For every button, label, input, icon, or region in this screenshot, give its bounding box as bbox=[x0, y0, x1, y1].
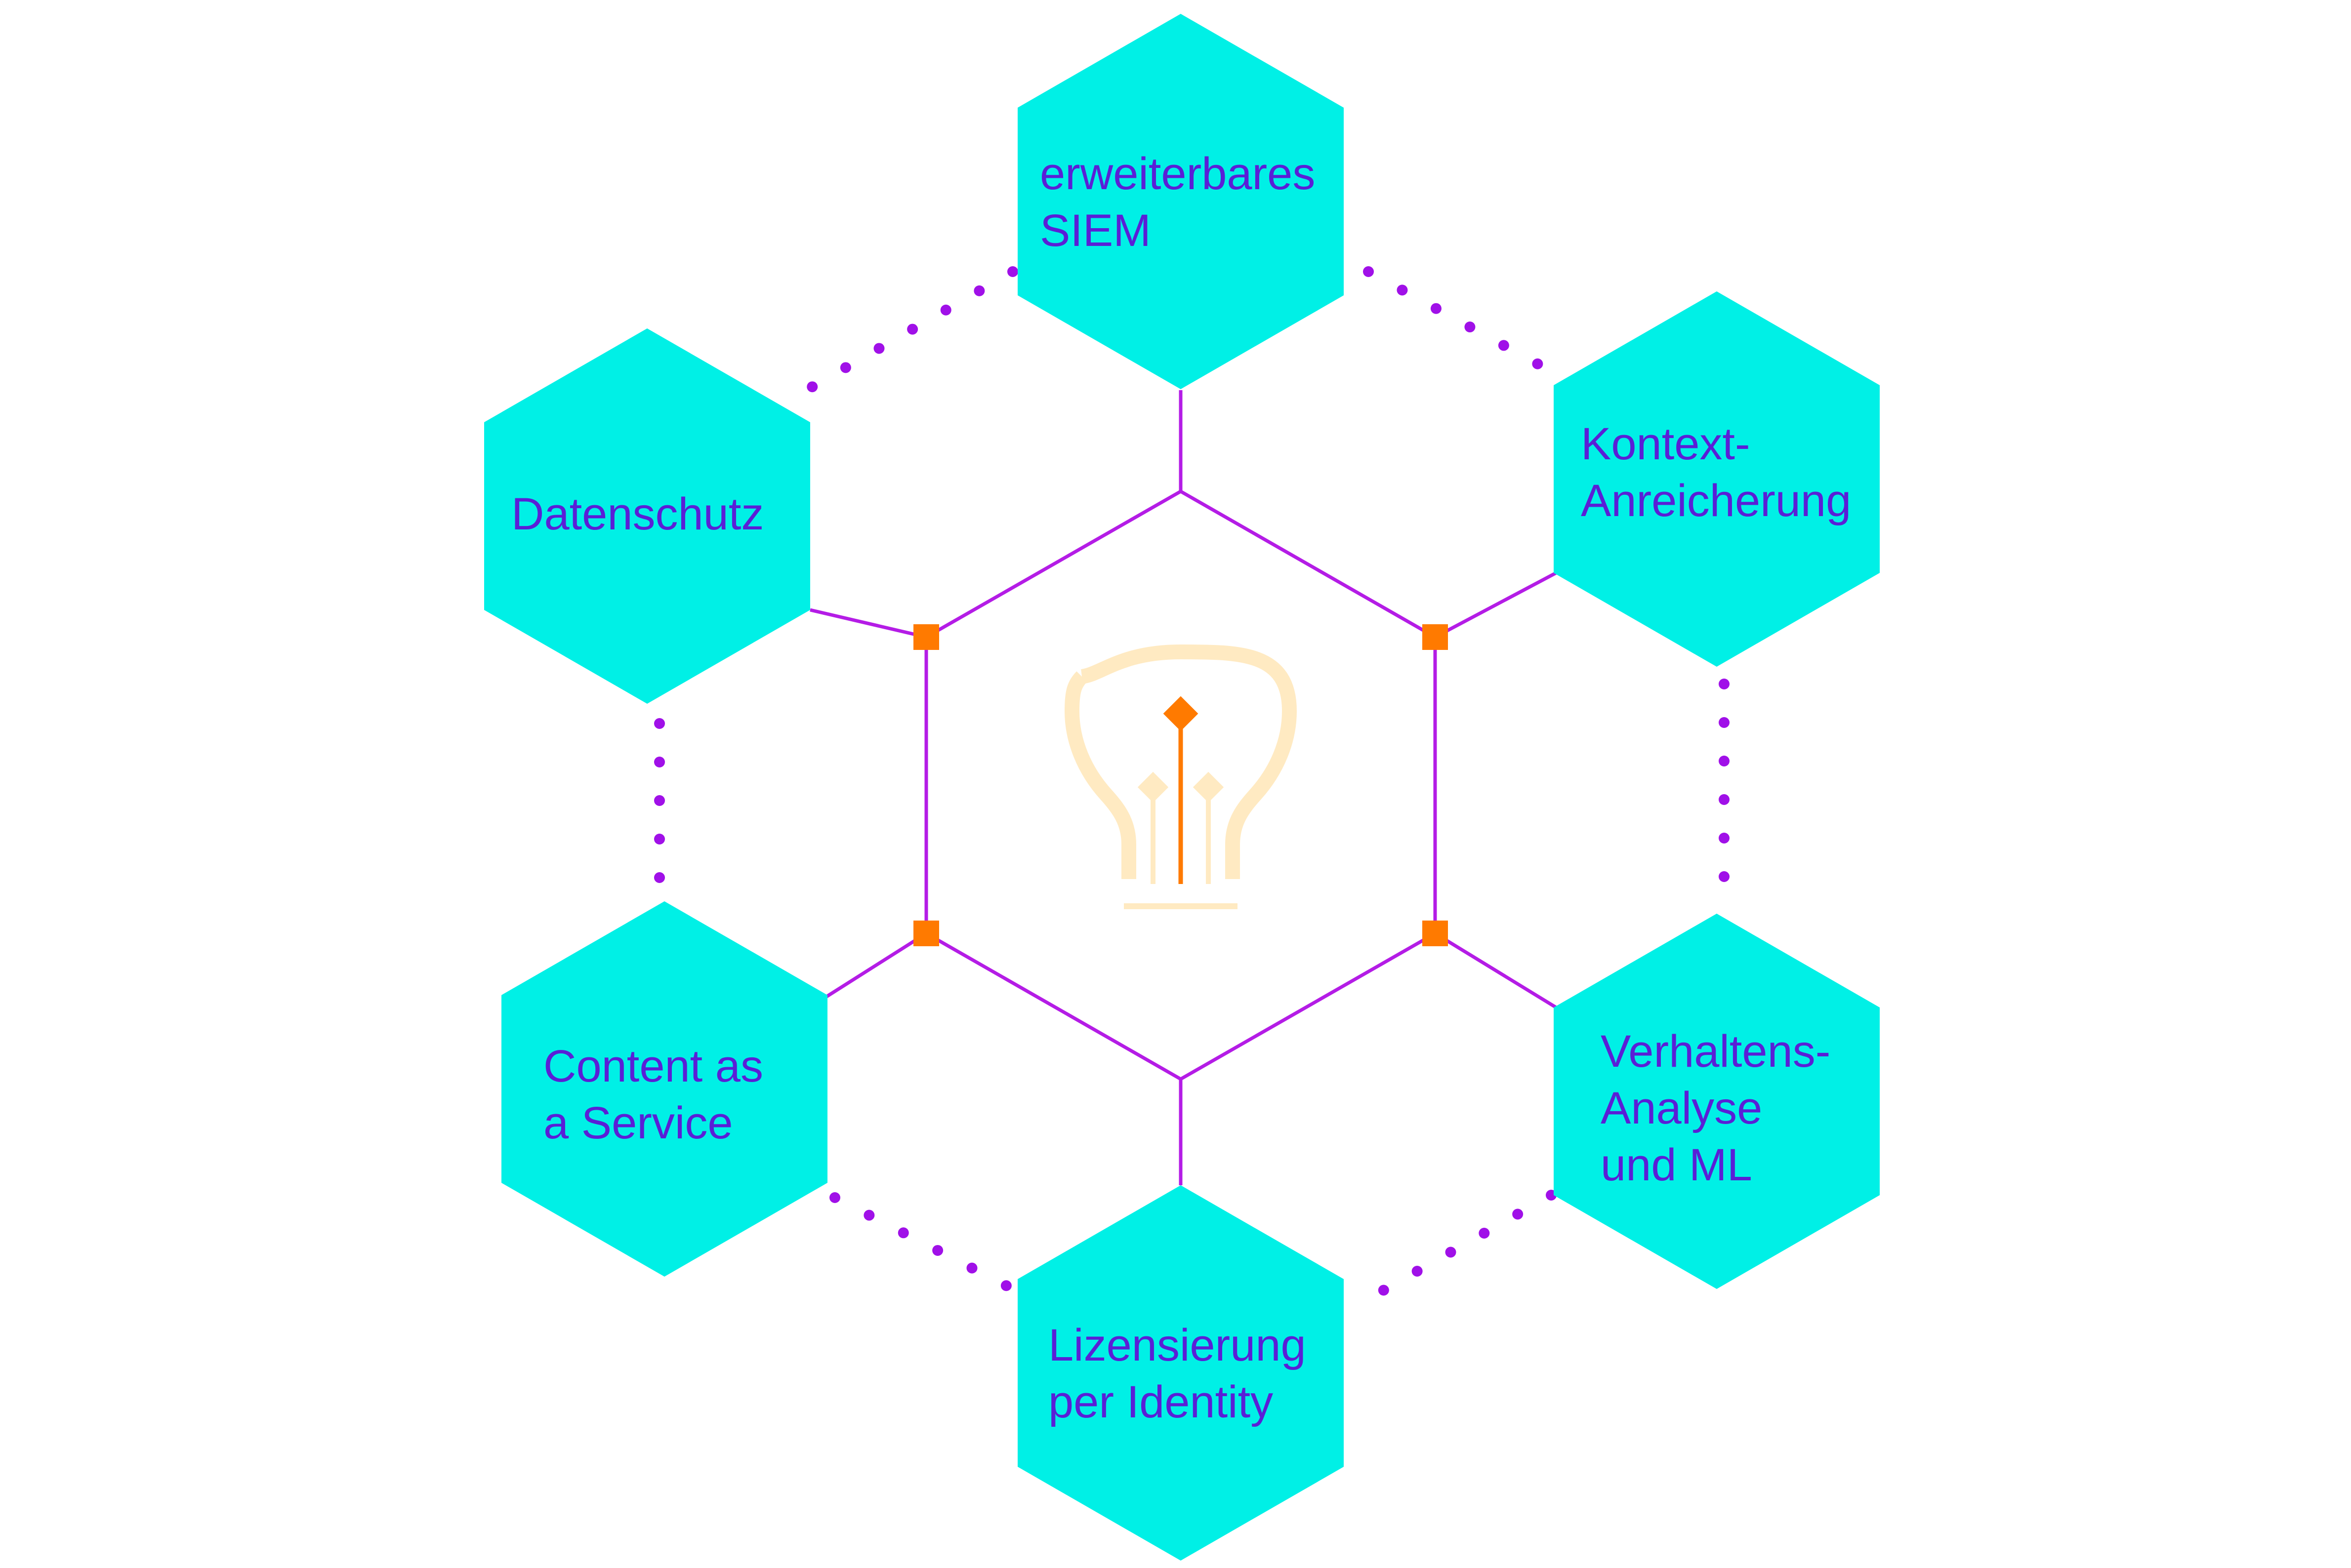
hexagon-siem: erweiterbares SIEM bbox=[1018, 14, 1344, 389]
bulb-center-diamond bbox=[1163, 696, 1198, 731]
hexagon-context: Kontext- Anreicherung bbox=[1554, 291, 1880, 667]
central-frame bbox=[810, 390, 1557, 1185]
node-marker-lower-left bbox=[913, 921, 939, 946]
hexagon-shape bbox=[484, 328, 810, 704]
hexagon-shape bbox=[1554, 291, 1880, 667]
hexagon-shape bbox=[501, 901, 827, 1277]
dotted-connector-caas-licensing bbox=[829, 1192, 1018, 1294]
hexagon-shape bbox=[1018, 14, 1344, 389]
hexagon-label: Content as a Service bbox=[543, 1041, 776, 1148]
lightbulb-circuit-icon bbox=[1065, 644, 1297, 909]
hexagon-shape bbox=[1018, 1185, 1344, 1561]
hexagon-behavior: Verhaltens- Analyse und ML bbox=[1554, 914, 1880, 1289]
dotted-connector-behavior-licensing bbox=[1363, 1190, 1557, 1304]
bulb-outline-shape bbox=[1065, 644, 1297, 879]
hexagon-licensing: Lizensierung per Identity bbox=[1018, 1185, 1344, 1561]
hexagon-label: Kontext- Anreicherung bbox=[1581, 419, 1851, 526]
spoke-lower-left bbox=[824, 932, 927, 999]
node-marker-upper-right bbox=[1422, 624, 1448, 650]
hexagon-shape bbox=[1554, 914, 1880, 1289]
spoke-upper-right bbox=[1434, 571, 1557, 639]
dotted-connector-siem-privacy bbox=[792, 266, 1018, 401]
bulb-right-diamond bbox=[1193, 771, 1224, 803]
dotted-connector-siem-context bbox=[1363, 266, 1564, 381]
node-markers bbox=[913, 624, 1448, 946]
dotted-connectors bbox=[654, 266, 1730, 1304]
spoke-lower-right bbox=[1434, 932, 1557, 1009]
hexagon-label: Datenschutz bbox=[511, 489, 764, 539]
spoke-upper-left bbox=[810, 608, 927, 639]
hexagon-caas: Content as a Service bbox=[501, 901, 827, 1277]
node-marker-upper-left bbox=[913, 624, 939, 650]
hexagon-privacy: Datenschutz bbox=[484, 328, 810, 704]
hexagon-label: erweiterbares SIEM bbox=[1040, 149, 1328, 256]
hexagon-label: Lizensierung per Identity bbox=[1048, 1320, 1319, 1427]
bulb-left-diamond bbox=[1137, 771, 1169, 803]
node-marker-lower-right bbox=[1422, 921, 1448, 946]
hexagon-label: Verhaltens- Analyse und ML bbox=[1601, 1026, 1843, 1190]
